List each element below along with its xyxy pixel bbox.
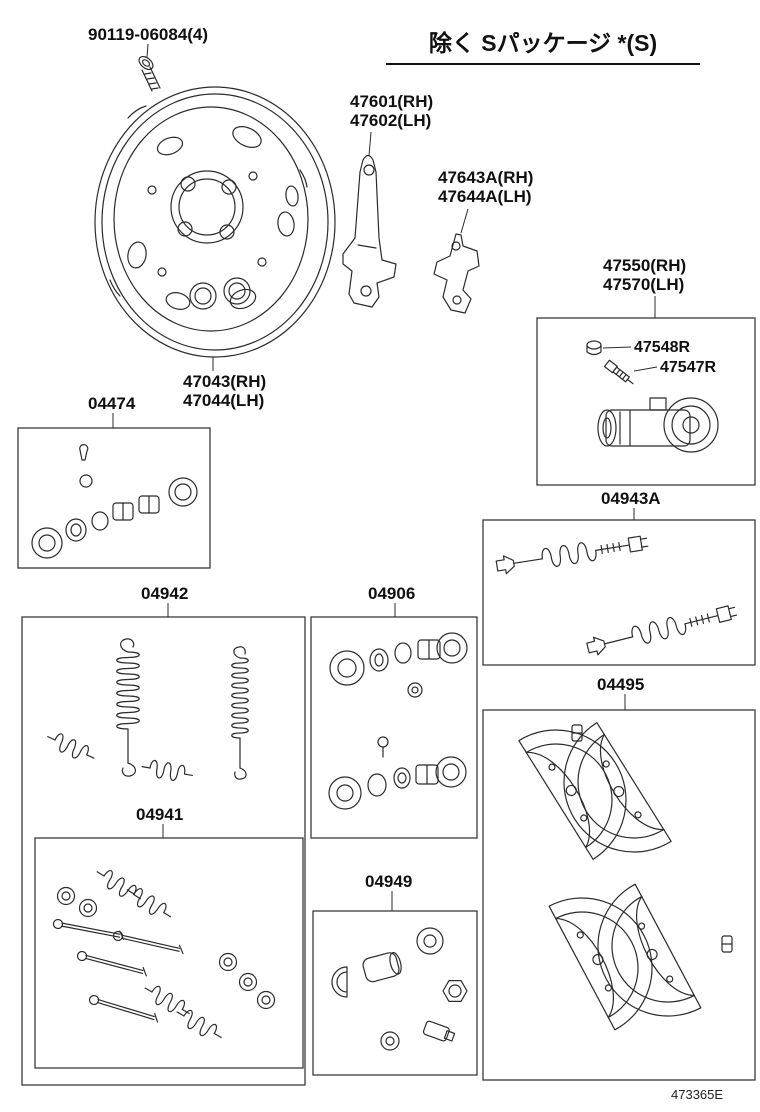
- part-label-bleeder-cap: 47548R: [634, 339, 691, 356]
- kit-box-wheel-cylinder: [536, 317, 756, 486]
- kit-box-04942: [21, 616, 306, 1086]
- bleeder-plug-drawing: [603, 359, 634, 385]
- part-label-wheel-cylinder: 47550(RH) 47570(LH): [603, 256, 686, 294]
- shoe-strut-drawing: [433, 233, 480, 314]
- backing-plate-drawing: [94, 86, 336, 358]
- part-label-cup-kit: 04474: [88, 394, 136, 413]
- part-label-cylinder-kit: 04906: [368, 584, 416, 603]
- part-label-bolt: 90119-06084(4): [88, 25, 209, 44]
- part-label-parking-lever-rh: 47601(RH): [350, 92, 434, 111]
- kit-box-04495: [482, 709, 756, 1081]
- part-label-plug-kit: 04949: [365, 872, 413, 891]
- kit-box-04474: [17, 427, 211, 569]
- kit-box-04906: [310, 616, 478, 839]
- part-label-hold-down-kit: 04941: [136, 805, 184, 824]
- part-label-shoe-strut-rh: 47643A(RH): [438, 168, 534, 187]
- part-label-backing-plate-lh: 47044(LH): [183, 391, 265, 410]
- part-label-shoe-kit: 04495: [597, 675, 645, 694]
- kit-box-04941: [34, 837, 304, 1069]
- hold-down-kit-drawing: [52, 864, 276, 1046]
- bolt-drawing: [138, 55, 161, 92]
- spring-kit-drawing: [43, 638, 249, 785]
- part-label-backing-plate-rh: 47043(RH): [183, 372, 267, 391]
- plug-kit-drawing: [331, 927, 468, 1051]
- cylinder-kit-drawing: [328, 632, 468, 810]
- kit-box-04943a: [482, 519, 756, 666]
- part-label-wheel-cylinder-lh: 47570(LH): [603, 275, 685, 294]
- part-label-wheel-cylinder-rh: 47550(RH): [603, 256, 687, 275]
- part-label-bleeder-plug: 47547R: [660, 359, 717, 376]
- bleeder-cap-drawing: [586, 340, 602, 356]
- kit-box-04949: [312, 910, 478, 1076]
- part-label-shoe-strut-lh: 47644A(LH): [438, 187, 532, 206]
- adjuster-kit-drawing: [494, 531, 739, 659]
- cup-kit-drawing: [31, 444, 198, 559]
- part-label-adjuster-kit: 04943A: [601, 489, 661, 508]
- diagram-code: 473365E: [671, 1087, 724, 1102]
- part-label-parking-lever-lh: 47602(LH): [350, 111, 432, 130]
- part-label-parking-lever: 47601(RH) 47602(LH): [350, 92, 433, 130]
- page-title: 除く Sパッケージ *(S): [386, 24, 700, 65]
- parking-lever-drawing: [342, 154, 397, 308]
- wheel-cylinder-drawing: [597, 397, 719, 453]
- leader-lines: [112, 43, 658, 911]
- part-label-backing-plate: 47043(RH) 47044(LH): [183, 372, 266, 410]
- kit-boxes: [17, 317, 756, 1086]
- part-label-spring-kit: 04942: [141, 584, 189, 603]
- part-label-shoe-strut: 47643A(RH) 47644A(LH): [438, 168, 533, 206]
- brake-shoe-kit-drawing: [518, 702, 733, 1042]
